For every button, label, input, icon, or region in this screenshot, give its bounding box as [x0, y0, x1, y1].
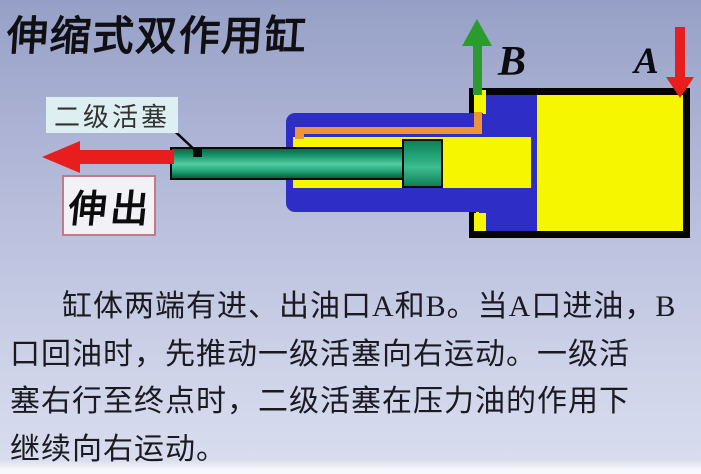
- extend-action-text: 伸出: [66, 186, 156, 231]
- body-text-line: 口回油时，先推动一级活塞向右运动。一级活: [10, 337, 630, 371]
- port-b-out-arrow-shaft: [473, 44, 482, 95]
- port-b-out-arrow-icon: [462, 19, 492, 46]
- body-text-line: 继续向右运动。: [10, 432, 227, 466]
- body-paragraph: 缸体两端有进、出油口A和B。当A口进油，B 口回油时，先推动一级活塞向右运动。一…: [10, 283, 700, 473]
- port-b-channel: [474, 90, 486, 114]
- extend-action-box: 伸出: [62, 175, 156, 236]
- extend-direction-arrow-shaft: [78, 150, 174, 164]
- lower-oil-channel: [474, 213, 486, 231]
- secondary-piston-callout-box: 二级活塞: [46, 97, 178, 133]
- secondary-piston-head: [402, 139, 443, 188]
- secondary-piston-rod: [170, 147, 404, 180]
- port-a-label: A: [634, 41, 659, 82]
- port-b-label: B: [498, 39, 527, 85]
- secondary-piston-callout-text: 二级活塞: [53, 102, 170, 132]
- oil-pipe-riser: [474, 112, 482, 134]
- extend-direction-arrow-icon: [42, 141, 80, 173]
- port-a-in-arrow-icon: [666, 77, 694, 98]
- port-a-in-arrow-shaft: [675, 27, 685, 79]
- oil-pipe-left-hook: [295, 127, 304, 139]
- slide-title: 伸缩式双作用缸: [5, 12, 310, 60]
- body-text-line: 缸体两端有进、出油口A和B。当A口进油，B: [62, 290, 677, 323]
- body-text-line: 塞右行至终点时，二级活塞在压力油的作用下: [10, 385, 630, 418]
- oil-pipe-horizontal: [295, 127, 482, 134]
